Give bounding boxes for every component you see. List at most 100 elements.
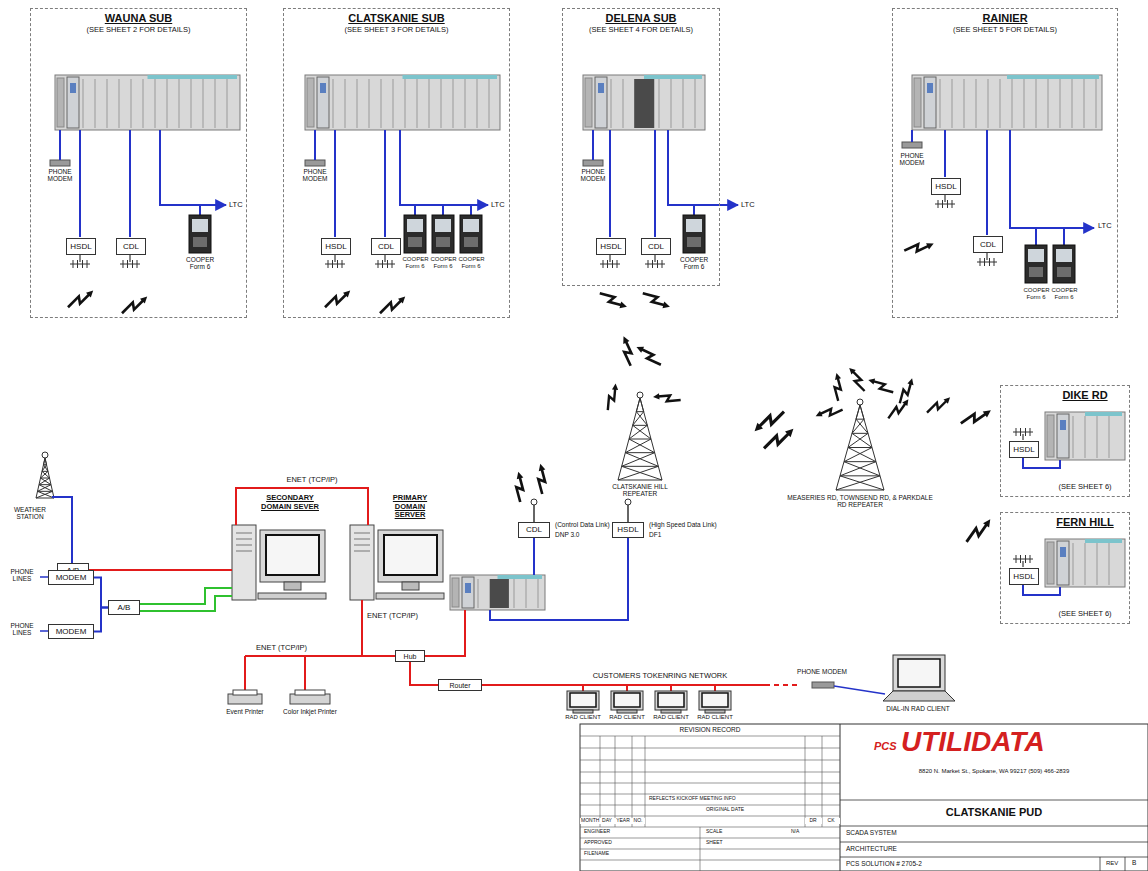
module-edge: [1109, 416, 1110, 458]
module-edge: [441, 79, 442, 128]
site-group: FERN HILL(SEE SHEET 6)HSDL: [1000, 512, 1130, 624]
diagram-label: ENET (TCP/IP): [255, 644, 308, 653]
antenna-tick: [952, 200, 953, 208]
table-column: [600, 736, 601, 827]
plc-rack: [1045, 412, 1125, 460]
plc-rack: [305, 75, 500, 130]
module-edge: [107, 79, 108, 128]
client-computer: [611, 691, 643, 713]
device-label: HSDL: [617, 526, 638, 534]
module-edge: [489, 79, 490, 128]
bolt-head: [868, 377, 877, 386]
connector-line: [94, 608, 108, 632]
sheet-note: (SEE SHEET 3 FOR DETAILS): [284, 26, 509, 35]
plc-rack: [55, 75, 240, 130]
title-block-text: DAY: [600, 818, 615, 824]
monitor-case: [260, 530, 325, 582]
antenna-tick: [123, 260, 124, 268]
antenna-tick: [980, 258, 981, 266]
tower-brace: [852, 419, 864, 433]
device-label: HSDL: [1013, 446, 1034, 454]
wire: [490, 538, 628, 620]
bolt-stroke: [509, 477, 531, 502]
bolt-stroke: [618, 341, 638, 366]
drive-bay: [354, 539, 370, 540]
module-edge: [1097, 416, 1098, 458]
tower-rung: [633, 425, 648, 426]
module-edge: [952, 79, 953, 128]
diagram-label: COOPER Form 6: [430, 256, 457, 270]
bolt-stroke: [853, 371, 865, 391]
module-edge: [671, 79, 672, 128]
title-row: [840, 842, 1148, 843]
module-edge: [1073, 416, 1074, 458]
bolt-stroke: [964, 524, 990, 542]
diagram-label: PHONE MODEM: [578, 168, 608, 183]
bolt-head: [902, 399, 910, 407]
device-label: HSDL: [1013, 573, 1034, 581]
tower-brace: [844, 462, 880, 476]
diagram-label: Color Inkjet Printer: [270, 708, 350, 715]
wire: [414, 205, 416, 215]
wire: [129, 130, 131, 237]
sheet-note: (SEE SHEET 4 FOR DETAILS): [563, 26, 719, 35]
cooper-keys: [687, 237, 701, 247]
tower-brace: [852, 433, 872, 447]
tower-brace: [39, 478, 50, 485]
cpu-led: [70, 83, 76, 93]
wire: [244, 656, 246, 690]
site-group: WAUNA SUB(SEE SHEET 2 FOR DETAILS)HSDLCD…: [30, 8, 247, 318]
module-edge: [167, 79, 168, 128]
site-group: DELENA SUB(SEE SHEET 4 FOR DETAILS)HSDLC…: [562, 8, 720, 286]
bolt-stroke: [894, 383, 917, 403]
title-block-text: PCS: [873, 740, 898, 753]
cpu-led: [598, 83, 604, 93]
device-label: CDL: [378, 243, 394, 251]
table-row: [580, 816, 840, 817]
antenna-tick: [657, 260, 658, 268]
wire: [533, 538, 535, 575]
client-computer: [699, 691, 731, 713]
modem-icon: [583, 160, 603, 166]
monitor-screen: [384, 535, 437, 575]
module-edge: [405, 79, 406, 128]
title-block-text: SCALE: [705, 829, 723, 835]
module-edge: [477, 79, 478, 128]
module-edge: [683, 79, 684, 128]
module-edge: [417, 79, 418, 128]
diagram-label: COOPER Form 6: [1023, 287, 1050, 301]
antenna-tick: [612, 260, 613, 268]
cooper-screen: [1056, 249, 1072, 262]
drive-bay: [354, 551, 370, 552]
wire: [654, 130, 656, 237]
module-edge: [964, 79, 965, 128]
antenna-stem: [80, 254, 81, 262]
rack-body: [450, 575, 545, 610]
antenna-tick: [392, 260, 393, 268]
client-drop: [670, 685, 672, 691]
bolt-head: [636, 344, 645, 353]
device-box: HSDL: [596, 238, 626, 255]
rack-body: [583, 75, 705, 130]
tower-brace: [633, 425, 651, 439]
bolt-head: [660, 300, 670, 310]
bolt-stroke: [927, 401, 947, 413]
bolt-head: [982, 409, 991, 418]
cooper-control: [404, 215, 426, 253]
device-label: CDL: [526, 526, 542, 534]
tower-rung: [618, 480, 662, 481]
antenna-symbol: [375, 260, 395, 268]
diagram-label: (Control Data Link): [554, 521, 611, 528]
radio-bolt: [68, 290, 93, 307]
module-edge: [429, 79, 430, 128]
wire: [199, 205, 201, 215]
table-row: [580, 736, 840, 737]
diagram-label: PHONE MODEM: [300, 168, 330, 183]
wire: [245, 655, 362, 657]
antenna-tick: [1020, 428, 1021, 436]
antenna-stem: [335, 254, 336, 262]
modem-icon: [812, 682, 834, 688]
antenna-tick: [1016, 428, 1017, 436]
title-block-text: SHEET: [705, 840, 724, 846]
bolt-head: [398, 296, 405, 303]
